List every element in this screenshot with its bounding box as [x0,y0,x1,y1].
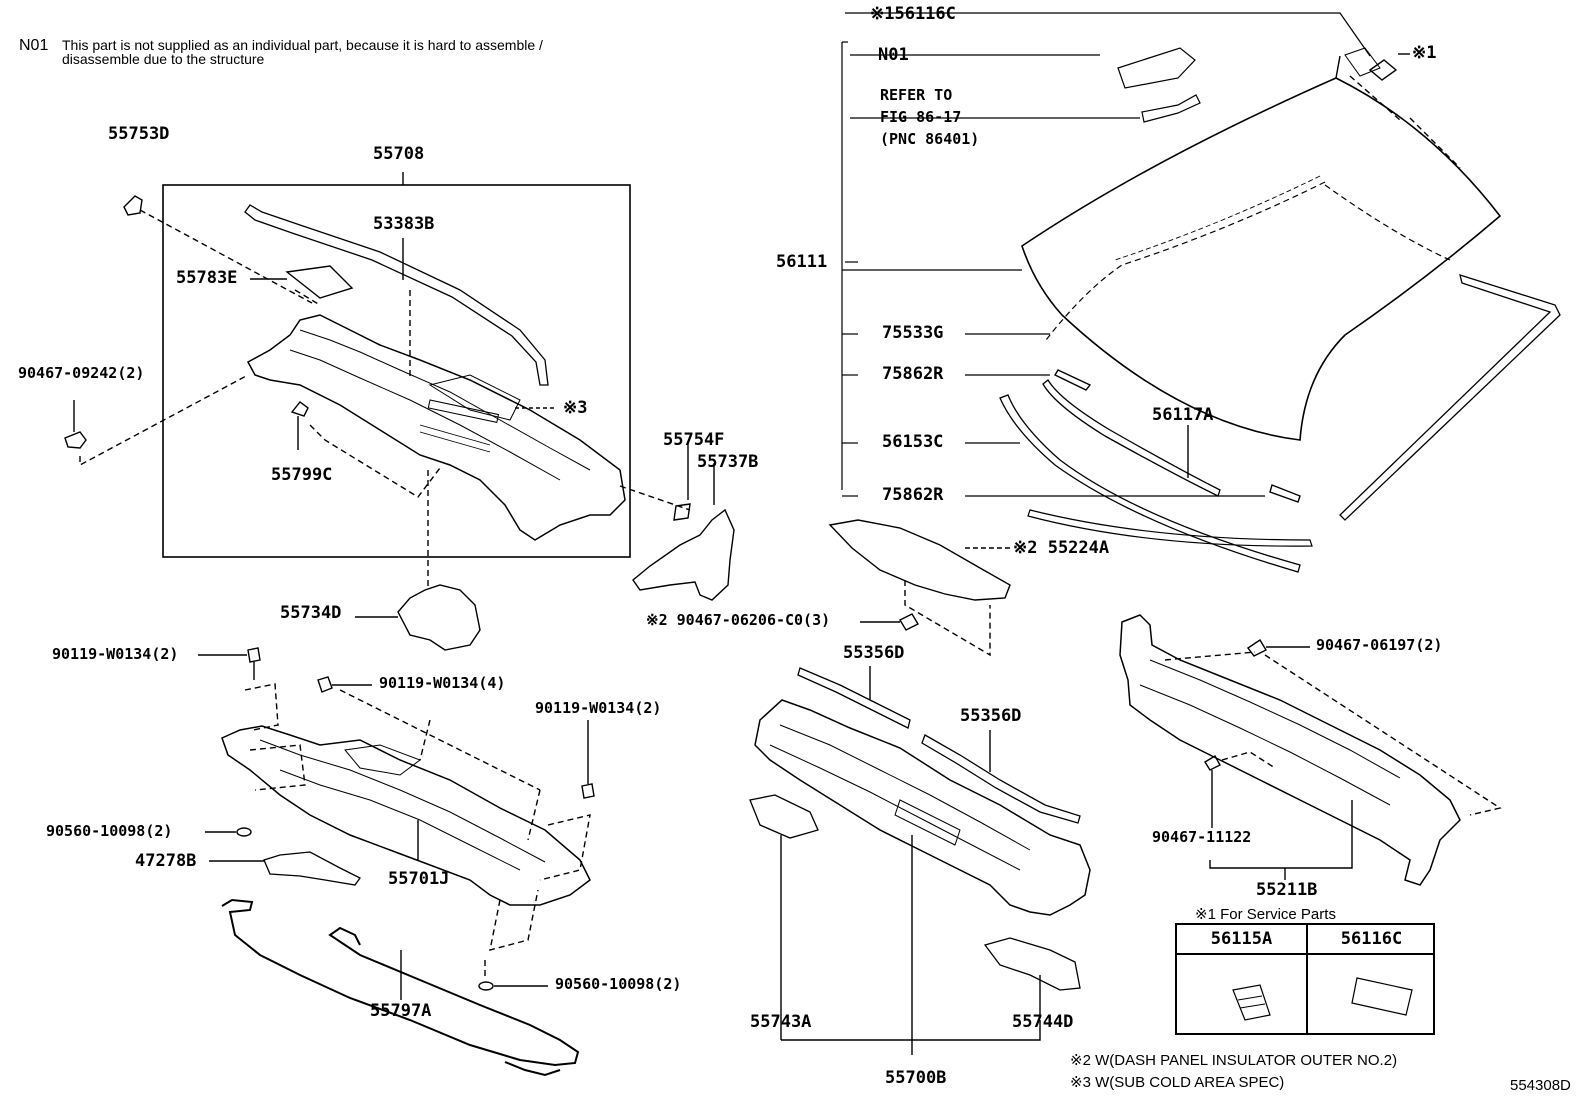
label-53383B: 53383B [373,214,435,234]
dam-56117A [1042,379,1221,497]
moulding-56153C [999,394,1301,573]
washer-90560-b [478,981,494,991]
label-90560-10098-b: 90560-10098(2) [555,975,682,993]
label-90467-06206: ※2 90467-06206-C0(3) [646,611,831,629]
label-refer-2: FIG 86-17 [880,108,962,126]
bracket-47278B [263,851,361,886]
assembly-box-55708 [162,184,631,558]
label-55737B: 55737B [697,452,759,472]
bracket-55734D [397,584,481,651]
clip-90467-11122 [1204,755,1221,771]
label-55754F: 55754F [663,430,725,450]
label-75862R-b: 75862R [882,485,944,505]
insulator-55743A [749,794,819,839]
note-line1: This part is not supplied as an individu… [62,37,543,53]
label-55783E: 55783E [176,268,238,288]
seal-55356D-a [797,667,911,729]
insulator-55744D [983,937,1081,991]
label-56116C-top: ※156116C [870,4,956,24]
service-parts-divider [1306,953,1308,1035]
service-part-56115A-img [1232,984,1271,1021]
clip-90467-06197 [1246,639,1267,657]
bolt-90119-c [581,783,595,799]
label-56153C: 56153C [882,432,944,452]
service-part-56116C-img [1351,977,1413,1016]
seal-55356D-b [921,734,1081,824]
bracket-55737B [632,508,735,601]
cowl-panel-55700B [754,699,1091,916]
service-parts-title: ※1 For Service Parts [1195,906,1336,923]
label-55356D-a: 55356D [843,643,905,663]
cowl-panel-55211B [1119,614,1461,886]
label-90467-11122: 90467-11122 [1152,828,1252,846]
glass-rim-seal [1339,274,1561,521]
label-90560-10098-a: 90560-10098(2) [46,822,173,840]
label-55356D-b: 55356D [960,706,1022,726]
label-55744D: 55744D [1012,1012,1074,1032]
cowl-panel-55701J [221,725,591,906]
label-note1-ref: ※1 [1412,43,1437,63]
sensor-bracket [1141,94,1201,123]
label-refer-3: (PNC 86401) [880,130,980,148]
label-refer-1: REFER TO [880,86,953,104]
label-note3-ref: ※3 [563,398,588,418]
service-parts-table: 56115A 56116C [1175,923,1435,1035]
cowl-top-panel [246,314,626,541]
sensor-N01 [1117,47,1196,89]
label-55797A: 55797A [370,1001,432,1021]
label-55224A: ※2 55224A [1013,538,1110,558]
label-47278B: 47278B [135,851,197,871]
label-55211B: 55211B [1256,880,1318,900]
label-55700B: 55700B [885,1068,947,1088]
spacer-75862R-a [1054,369,1092,391]
figure-id: 554308D [1510,1077,1571,1094]
label-90119-W0134-b: 90119-W0134(4) [379,674,506,692]
note-code: N01 [19,37,49,54]
clip-90467-09242 [64,431,87,449]
label-55701J: 55701J [388,869,450,889]
label-56117A: 56117A [1152,405,1214,425]
label-N01: N01 [878,45,909,65]
label-90119-W0134-a: 90119-W0134(2) [52,645,179,663]
label-75862R-a: 75862R [882,364,944,384]
spacer-75862R-b [1269,484,1301,503]
service-parts-col1: 56115A [1177,925,1308,955]
seal-55797A [221,898,580,1067]
clip-90467-06206 [899,613,919,631]
windshield-glass-56111 [1021,77,1502,441]
bracket-55754F [673,503,691,521]
note-line2: disassemble due to the structure [62,51,265,67]
label-55753D: 55753D [108,124,170,144]
clip-56116C-top [1368,59,1398,81]
clip-55753D [123,195,143,216]
bolt-90119-a [247,647,261,663]
label-55743A: 55743A [750,1012,812,1032]
label-55734D: 55734D [280,603,342,623]
washer-90560-a [236,827,252,837]
label-75533G: 75533G [882,323,944,343]
insulator-55224A [828,519,1011,601]
service-parts-col2: 56116C [1308,925,1435,955]
bolt-90119-b [317,676,333,693]
label-90467-06197: 90467-06197(2) [1316,636,1443,654]
clip-55799C [290,401,309,417]
label-90119-W0134-c: 90119-W0134(2) [535,699,662,717]
label-55799C: 55799C [271,465,333,485]
footnote-3: ※3 W(SUB COLD AREA SPEC) [1070,1074,1285,1091]
footnote-2: ※2 W(DASH PANEL INSULATOR OUTER NO.2) [1070,1052,1398,1069]
label-55708: 55708 [373,144,425,164]
pad-55783E [285,265,354,299]
label-56111: 56111 [776,252,828,272]
label-90467-09242: 90467-09242(2) [18,364,145,382]
seal-strip-53383B [244,204,549,386]
